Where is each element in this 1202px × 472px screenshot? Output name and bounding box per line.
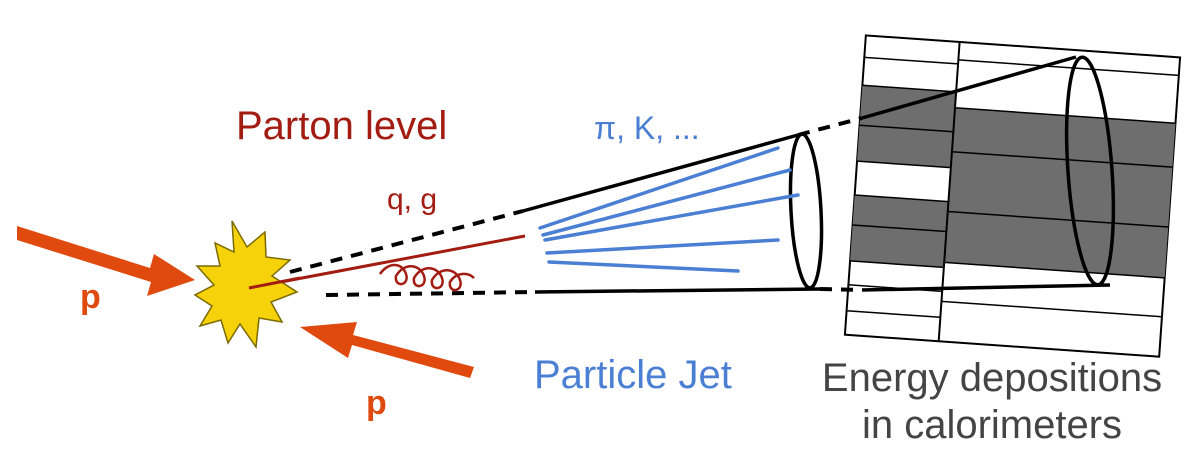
hadrons-label: π, K, ...: [594, 110, 700, 146]
particle-track: [543, 193, 800, 242]
particle-track: [541, 168, 792, 237]
particle-tracks: [538, 146, 800, 273]
parton-quark-origin: [248, 276, 301, 290]
collision-starburst-icon: [193, 220, 299, 350]
particle-track: [538, 146, 780, 230]
particle-track: [547, 260, 740, 273]
proton-arrow-left-icon: [17, 226, 195, 296]
energy-hit-cell: [944, 107, 1176, 278]
calorimeter-label-line1: Energy depositions: [821, 356, 1163, 400]
energy-hit-cell: [857, 85, 957, 168]
dashed-connectors: [289, 116, 863, 297]
calorimeter-block: [843, 34, 1182, 358]
proton-left-label: p: [80, 278, 101, 316]
particle-jet-label: Particle Jet: [534, 353, 732, 397]
quark-gluon-label: q, g: [387, 183, 438, 216]
calorimeter-label-line2: in calorimeters: [861, 403, 1123, 448]
proton-right-label: p: [366, 384, 387, 422]
gluon-coil-icon: [378, 263, 475, 292]
energy-hit-cell: [850, 195, 949, 268]
right-column-rows: [941, 59, 1179, 318]
jet-cone: [522, 132, 824, 294]
proton-arrow-right-icon: [300, 322, 474, 378]
calorimeter-cone: [861, 55, 1116, 292]
calorimeter-label: Energy depositions in calorimeters: [792, 355, 1192, 449]
particle-track: [545, 238, 780, 255]
parton-level-label: Parton level: [236, 104, 448, 148]
